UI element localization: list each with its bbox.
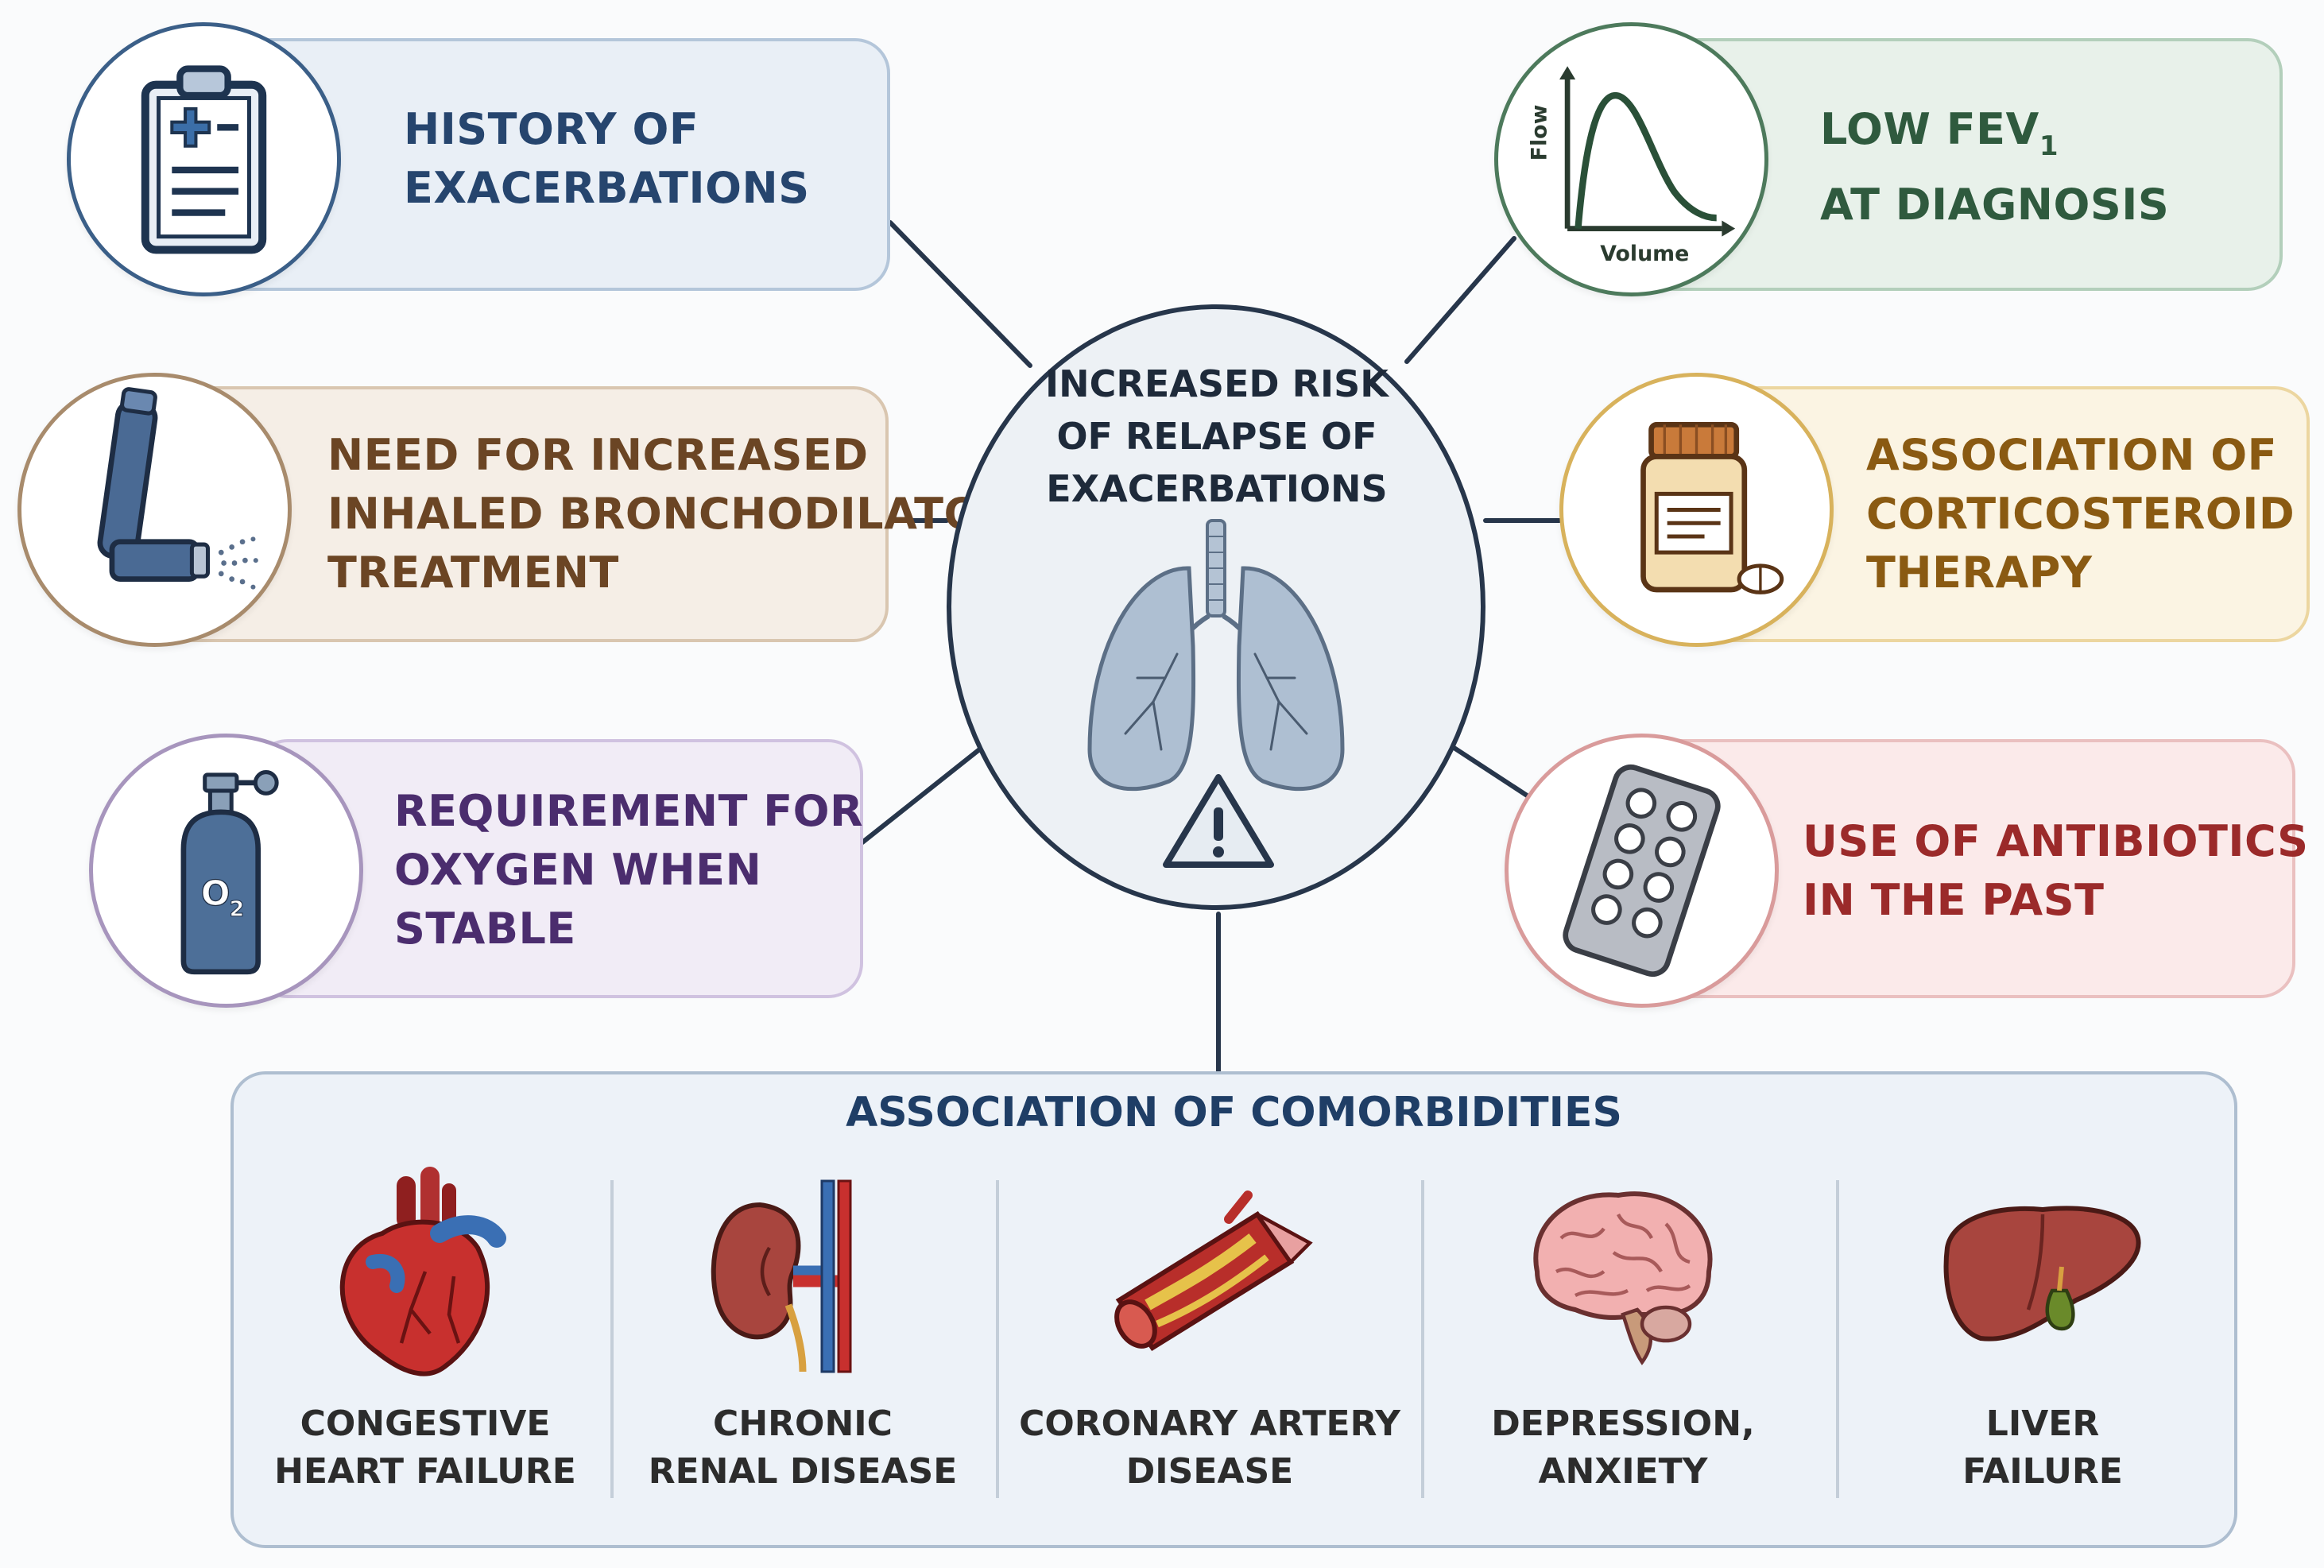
depression-line-2: ANXIETY [1538, 1451, 1708, 1492]
coronary-artery-disease-label: CORONARY ARTERY DISEASE [1011, 1400, 1408, 1496]
history-icon-circle [67, 22, 341, 296]
corticosteroid-line-3: THERAPY [1866, 548, 2093, 598]
fev1-icon-circle: Flow Volume [1494, 22, 1768, 296]
heart-failure-line-1: CONGESTIVE [300, 1403, 551, 1444]
inhaler-icon [97, 387, 258, 590]
hub-illustration [1087, 519, 1345, 868]
blister-pack-icon [1563, 764, 1721, 978]
oxygen-line-1: REQUIREMENT FOR [394, 786, 864, 836]
antibiotics-line-1: USE OF ANTIBIOTICS [1803, 816, 2309, 866]
fev-subscript: 1 [2039, 130, 2059, 162]
bronchodilator-label: NEED FOR INCREASED INHALED BRONCHODILATO… [327, 426, 1014, 602]
comorbidity-divider [1421, 1180, 1424, 1498]
liver-failure-label: LIVER FAILURE [1844, 1400, 2241, 1496]
oxygen-line-2: OXYGEN WHEN [394, 845, 762, 895]
heart-failure-line-2: HEART FAILURE [274, 1451, 576, 1492]
hub-title: INCREASED RISK OF RELAPSE OF EXACERBATIO… [986, 358, 1447, 515]
hub-line-1: INCREASED RISK [1045, 362, 1389, 405]
comorbidity-divider [610, 1180, 614, 1498]
corticosteroid-icon-circle [1559, 373, 1834, 647]
corticosteroid-line-1: ASSOCIATION OF [1866, 430, 2277, 480]
renal-disease-line-1: CHRONIC [713, 1403, 893, 1444]
history-line-1: HISTORY OF [404, 104, 699, 154]
pill-bottle-icon [1640, 421, 1784, 594]
comorbidity-divider [1836, 1180, 1839, 1498]
depression-anxiety-label: DEPRESSION, ANXIETY [1424, 1400, 1822, 1496]
clipboard-icon [141, 65, 267, 254]
oxygen-line-3: STABLE [394, 904, 576, 954]
bronchodilator-line-2: INHALED BRONCHODILATOR [327, 489, 1015, 539]
renal-disease-label: CHRONIC RENAL DISEASE [604, 1400, 1001, 1496]
flow-volume-curve-icon: Flow Volume [1527, 66, 1736, 266]
hub-line-3: EXACERBATIONS [1046, 467, 1388, 510]
antibiotics-label: USE OF ANTIBIOTICS IN THE PAST [1803, 812, 2309, 930]
liver-icon [1943, 1206, 2141, 1342]
corticosteroid-line-2: CORTICOSTEROID [1866, 489, 2295, 539]
fev-main-text: LOW FEV [1820, 104, 2039, 154]
lungs-icon [1087, 519, 1345, 792]
corticosteroid-label: ASSOCIATION OF CORTICOSTEROID THERAPY [1866, 426, 2295, 602]
coronary-line-2: DISEASE [1125, 1451, 1294, 1492]
depression-line-1: DEPRESSION, [1491, 1403, 1755, 1444]
history-line-2: EXACERBATIONS [404, 163, 810, 213]
renal-disease-line-2: RENAL DISEASE [648, 1451, 958, 1492]
bronchodilator-line-3: TREATMENT [327, 548, 619, 598]
oxygen-subscript: 2 [230, 896, 245, 921]
oxygen-icon-circle: O 2 [89, 734, 363, 1008]
comorbidities-panel [230, 1071, 2237, 1548]
hub-line-2: OF RELAPSE OF [1056, 415, 1377, 458]
history-label: HISTORY OF EXACERBATIONS [404, 100, 810, 218]
kidney-icon [711, 1179, 852, 1373]
liver-failure-line-2: FAILURE [1962, 1451, 2123, 1492]
fev-line-1: LOW FEV1 [1820, 100, 2169, 176]
warning-icon [1163, 774, 1274, 868]
comorbidities-title: ASSOCIATION OF COMORBIDITIES [846, 1089, 1622, 1136]
fev-line-2: AT DIAGNOSIS [1820, 180, 2170, 230]
bronchodilator-icon-circle [17, 373, 292, 647]
oxygen-symbol: O [201, 874, 230, 914]
comorbidity-divider [996, 1180, 999, 1498]
volume-axis-label: Volume [1600, 242, 1689, 266]
antibiotics-icon-circle [1505, 734, 1779, 1008]
oxygen-label: REQUIREMENT FOR OXYGEN WHEN STABLE [394, 782, 863, 958]
bronchodilator-line-1: NEED FOR INCREASED [327, 430, 869, 480]
coronary-line-1: CORONARY ARTERY [1019, 1403, 1400, 1444]
low-fev1-label: LOW FEV1 AT DIAGNOSIS [1820, 100, 2169, 234]
antibiotics-line-2: IN THE PAST [1803, 875, 2105, 925]
oxygen-tank-icon: O 2 [180, 770, 279, 975]
heart-failure-label: CONGESTIVE HEART FAILURE [227, 1400, 624, 1496]
artery-icon [1114, 1191, 1313, 1352]
heart-icon [339, 1167, 506, 1376]
brain-icon [1533, 1191, 1713, 1365]
liver-failure-line-1: LIVER [1985, 1403, 2100, 1444]
flow-axis-label: Flow [1527, 105, 1551, 161]
